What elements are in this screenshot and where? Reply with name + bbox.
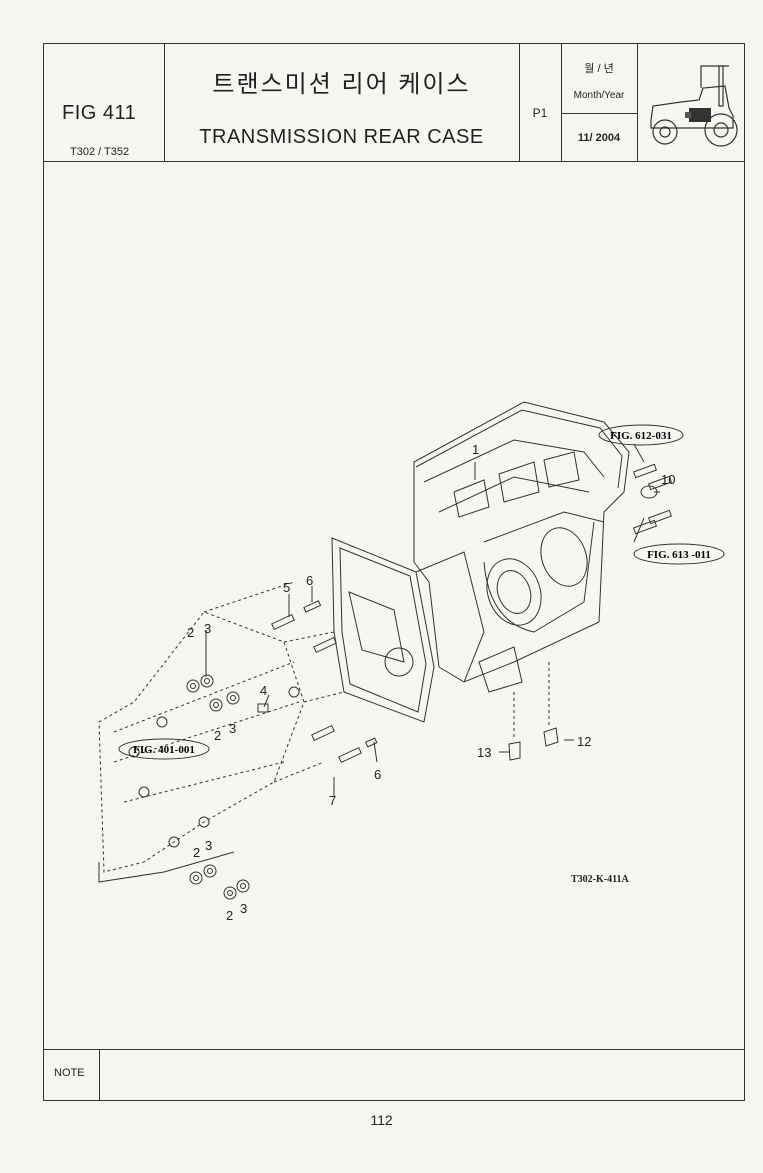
part-number: 7 [329,793,336,808]
part-number: 4 [260,683,267,698]
month-year-divider [561,113,637,114]
fig-number: FIG 411 [62,102,137,124]
header-col-divider [164,44,165,161]
page-frame: FIG 411 T302 / T352 트랜스미션 리어 케이스 TRANSMI… [43,43,745,1101]
month-year-value: 11/ 2004 [577,132,621,144]
part-number: 10 [661,472,675,487]
header-col-divider [519,44,520,161]
page-code: P1 [532,106,548,120]
stud-7-lower [311,724,362,764]
header-col-divider [637,44,638,161]
note-label: NOTE [54,1067,85,1079]
part-number: 2 [187,625,194,640]
part-number: 6 [306,573,313,588]
part-number: 2 [226,908,233,923]
part-number: 6 [374,767,381,782]
part-number: 1 [472,442,479,457]
tractor-icon [650,65,738,147]
title-english: TRANSMISSION REAR CASE [199,126,484,148]
stud-upper-mid [313,636,337,654]
header-divider [44,161,744,162]
exploded-view: FIG. 612-031 FIG. 613 -011 FIG. 401-001 … [98,401,725,923]
part-number: 2 [193,845,200,860]
part-number: 2 [214,728,221,743]
header-col-divider [561,44,562,161]
part-number: 3 [229,721,236,736]
part-number: 3 [204,621,211,636]
parts-diagram: FIG. 612-031 FIG. 613 -011 FIG. 401-001 … [44,162,744,1049]
ref-fig-613: FIG. 613 -011 [647,549,711,561]
rear-case-outline [413,401,630,683]
stud-5 [271,613,295,631]
month-year-label: Month/Year [573,90,625,101]
note-divider [44,1049,744,1050]
part-number: 5 [283,580,290,595]
model-codes: T302 / T352 [70,146,130,158]
part-number: 3 [205,838,212,853]
page-number: 112 [370,1112,393,1128]
dowel-6-lower [364,737,378,748]
ref-fig-612: FIG. 612-031 [610,430,672,442]
plug-12 [543,727,559,747]
ref-fig-401: FIG. 401-001 [133,744,195,756]
plug-4 [257,703,269,713]
plug-13 [508,741,521,761]
part-number: 12 [577,734,591,749]
title-korean: 트랜스미션 리어 케이스 [212,71,471,98]
month-year-korean: 월 / 년 [584,63,614,75]
adjacent-housing [98,611,305,873]
part-number: 13 [477,745,491,760]
note-col-divider [99,1049,100,1100]
stud-6-upper [303,600,322,613]
part-number: 3 [240,901,247,916]
drawing-code: T302-K-411A [571,874,629,885]
